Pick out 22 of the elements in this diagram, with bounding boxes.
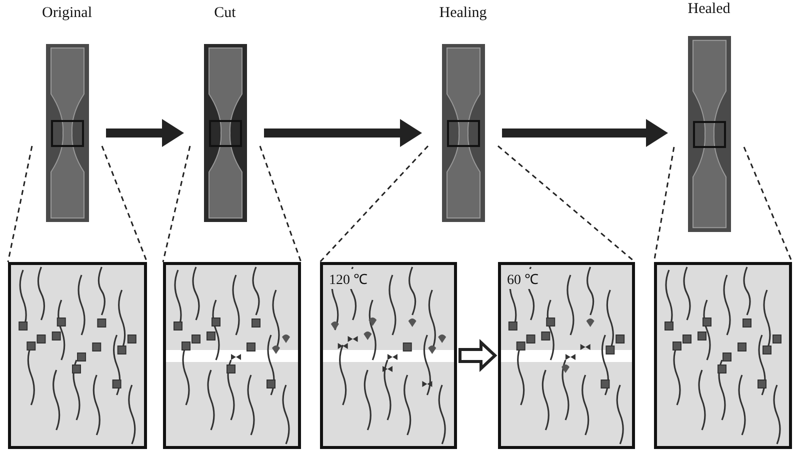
zoom-line [7,146,33,262]
schematic-panel [163,262,301,449]
stage-label: Original [42,4,92,22]
schematic-panel [8,262,147,449]
schematic-panel [320,262,457,449]
stage-label: Healed [688,0,730,18]
schematic-panel [498,262,635,449]
temperature-label: 120 ℃ [329,269,368,289]
arrow [106,119,184,147]
arrow [264,119,422,147]
zoom-line [498,145,636,263]
arrow [502,119,668,147]
temperature-label: 60 ℃ [507,269,538,289]
zoom-line [101,146,148,262]
zoom-line [319,145,429,263]
zoom-line [259,146,302,262]
stage-label: Healing [439,4,487,22]
schematic-panel [654,262,792,449]
zoom-line [743,146,793,262]
hollow-arrow [458,339,498,372]
stage-label: Cut [214,4,236,22]
zoom-line [162,146,191,262]
